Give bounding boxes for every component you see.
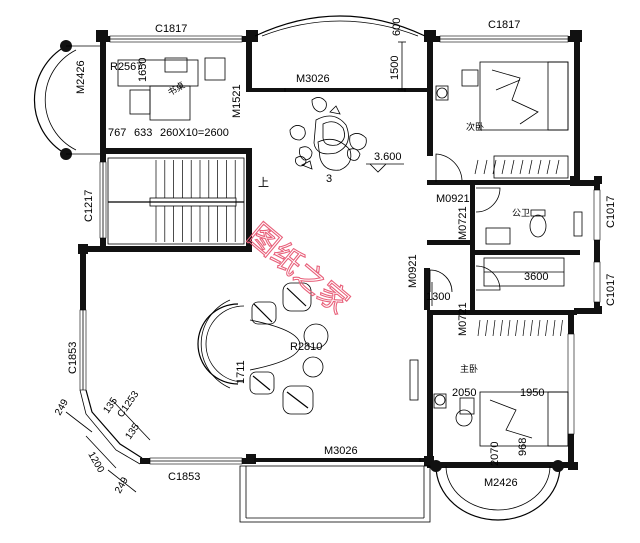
room-label-master: 主卧 bbox=[460, 363, 478, 375]
door-label-wc-upper: M0721 bbox=[457, 206, 469, 240]
dim-767: 767 bbox=[108, 127, 126, 139]
tread-line bbox=[515, 319, 518, 337]
bathroom-fixtures bbox=[483, 209, 583, 287]
tread-line bbox=[501, 159, 506, 175]
window-label-wc-bottom: C1017 bbox=[605, 274, 617, 306]
tread-line bbox=[530, 319, 533, 337]
tread-line bbox=[483, 159, 488, 175]
door-label-bay-bottom: M2426 bbox=[484, 477, 518, 489]
dim-1950: 1950 bbox=[520, 387, 544, 399]
marker-3: 3 bbox=[326, 173, 332, 185]
dim-249-a: 249 bbox=[53, 397, 71, 417]
dim-135-b: 135 bbox=[123, 421, 142, 441]
tread-line bbox=[519, 159, 524, 175]
tread-line bbox=[545, 319, 548, 337]
tread-line bbox=[522, 319, 526, 337]
bay-corner bbox=[79, 389, 143, 465]
living-arc-radius: R2810 bbox=[290, 341, 322, 353]
tread-line bbox=[507, 319, 511, 337]
dim-1650: 1650 bbox=[137, 58, 149, 82]
tread-line bbox=[528, 159, 533, 175]
living-furniture bbox=[197, 282, 329, 415]
windows bbox=[79, 35, 601, 465]
window-label-living-left: C1853 bbox=[67, 342, 79, 374]
bedroom2-furniture bbox=[435, 61, 569, 179]
study-desk-label: 书桌 bbox=[166, 79, 188, 98]
stair-steps bbox=[155, 160, 236, 242]
room-label-bathroom: 公卫 bbox=[512, 208, 530, 219]
stair-up-label: 上 bbox=[258, 176, 269, 189]
tread-line bbox=[560, 319, 563, 337]
window-label-bottom: C1853 bbox=[168, 471, 200, 483]
master-bedroom-furniture bbox=[409, 359, 569, 447]
bay-bottom bbox=[430, 460, 564, 521]
wardrobe-master bbox=[477, 319, 563, 337]
dim-c1253: C1253 bbox=[115, 389, 141, 420]
tread-line bbox=[485, 319, 488, 337]
dimension-ticks bbox=[398, 41, 406, 91]
staircase bbox=[107, 157, 245, 245]
dim-3600: 3600 bbox=[524, 271, 548, 283]
elevation-marker bbox=[366, 163, 404, 173]
door-label-study-side: M1521 bbox=[231, 84, 243, 118]
window-label-top-right: C1817 bbox=[488, 19, 520, 31]
tread-line bbox=[555, 159, 560, 175]
study-desk bbox=[117, 57, 226, 121]
bay-radius-label: R2567 bbox=[110, 61, 142, 73]
room-label-bedroom2: 次卧 bbox=[466, 121, 484, 133]
dim-633: 633 bbox=[134, 127, 152, 139]
dim-600: 600 bbox=[391, 18, 403, 36]
bay-left bbox=[33, 40, 100, 160]
tread-line bbox=[537, 159, 542, 175]
dim-1711: 1711 bbox=[235, 360, 247, 384]
door-label-corridor: M0921 bbox=[407, 254, 419, 288]
wardrobe-bed2 bbox=[474, 159, 560, 175]
window-label-top-left: C1817 bbox=[155, 23, 187, 35]
balcony-bottom bbox=[239, 465, 431, 523]
bay-top bbox=[254, 15, 426, 37]
dim-1500: 1500 bbox=[389, 56, 401, 80]
window-label-stair: C1217 bbox=[83, 190, 95, 222]
tread-line bbox=[474, 159, 479, 175]
dim-968: 968 bbox=[517, 438, 529, 456]
door-label-living-bottom: M3026 bbox=[324, 445, 358, 457]
tread-line bbox=[537, 319, 541, 337]
tread-line bbox=[492, 319, 496, 337]
door-label-bed2: M0921 bbox=[436, 193, 470, 205]
window-label-wc-top: C1017 bbox=[605, 196, 617, 228]
door-swings bbox=[429, 153, 501, 306]
door-label-study-top: M3026 bbox=[296, 73, 330, 85]
corner-dimension-lines bbox=[65, 399, 151, 493]
tread-line bbox=[492, 159, 497, 175]
tread-line bbox=[500, 319, 503, 337]
stair-steps-label: 260X10=2600 bbox=[160, 127, 229, 139]
dim-2070: 2070 bbox=[489, 442, 501, 466]
elevation-label: 3.600 bbox=[374, 151, 402, 163]
door-label-wc-lower: M0721 bbox=[457, 302, 469, 336]
watermark: 图纸之家 bbox=[241, 217, 355, 321]
exterior-walls bbox=[78, 30, 602, 470]
tread-line bbox=[477, 319, 481, 337]
tread-line bbox=[510, 159, 515, 175]
door-label-bay-left: M2426 bbox=[75, 60, 87, 94]
tread-line bbox=[546, 159, 551, 175]
dim-2050: 2050 bbox=[452, 387, 476, 399]
tread-line bbox=[552, 319, 556, 337]
decorative-plants bbox=[289, 97, 367, 171]
dim-249-b: 249 bbox=[113, 475, 131, 495]
dim-1300: 1300 bbox=[426, 291, 450, 303]
